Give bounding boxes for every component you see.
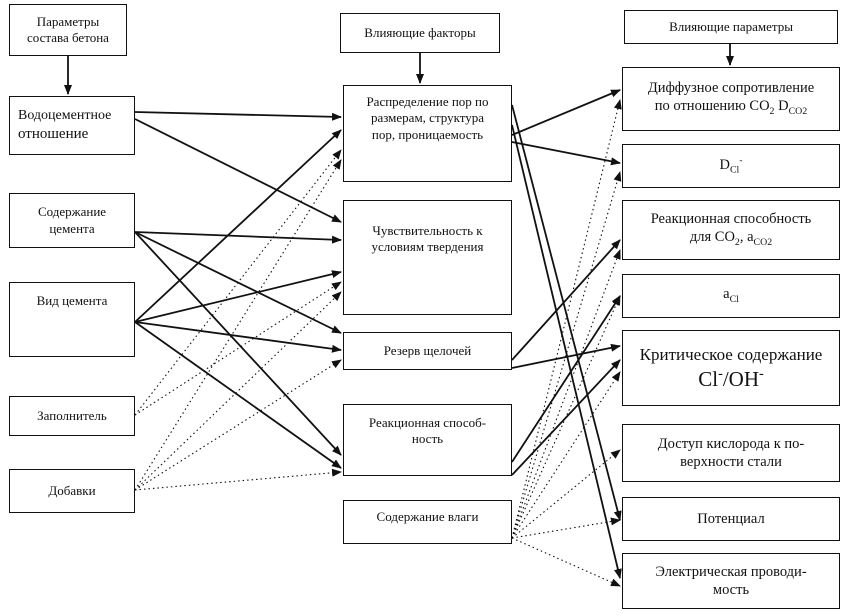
node-filler-label: Заполнитель: [37, 407, 107, 423]
node-reactivity-co2: Реакционная способность для CO2, aCO2: [622, 200, 840, 260]
arrow-reactivity-to-critical: [511, 359, 621, 476]
dotted-moisture-to-dcl: [511, 171, 622, 539]
arrow-alkali-to-critical: [511, 343, 621, 369]
dotted-moisture-to-reactivity-co2: [511, 249, 621, 539]
node-diffusion-line1: Диффузное сопротивление: [647, 80, 815, 97]
node-conductivity-line2: мость: [712, 582, 750, 598]
arrow-wc-to-sensitivity: [134, 118, 342, 223]
dotted-moisture-to-oxygen: [511, 449, 621, 539]
node-pores-line2: размерам, структура: [370, 110, 485, 126]
node-potential: Потенциал: [622, 497, 840, 541]
node-dcl-label: DCl-: [719, 154, 743, 176]
node-conductivity: Электрическая проводи- мость: [622, 553, 840, 609]
node-additives-label: Добавки: [48, 482, 96, 498]
node-wc-ratio-line1: Водоцементное: [18, 108, 112, 124]
header-influencing: Влияющие параметры: [624, 10, 838, 44]
node-additives: Добавки: [9, 469, 135, 513]
node-oxygen-line1: Доступ кислорода к по-: [657, 435, 805, 452]
node-potential-label: Потенциал: [697, 510, 765, 527]
dotted-moisture-to-potential: [511, 517, 621, 539]
dotted-filler-to-pores: [134, 149, 342, 416]
node-sensitivity-line1: Чувствительность к: [372, 223, 483, 238]
node-pores-line1: Распределение пор по: [366, 94, 489, 109]
dotted-additives-to-reactivity: [134, 468, 342, 491]
arrow-alkali-to-reactivity-co2: [511, 239, 621, 361]
dotted-moisture-to-critical: [511, 371, 621, 539]
node-cement-content-line2: цемента: [49, 220, 95, 236]
node-cement-content-line1: Содержание: [37, 204, 107, 220]
node-alkali: Резерв щелочей: [343, 332, 512, 370]
arrow-wc-to-pores: [134, 111, 342, 121]
arrow-cement-type-to-pores: [134, 129, 342, 323]
node-cement-content: Содержание цемента: [9, 193, 135, 248]
node-diffusion-line2: по отношению CO2 DCO2: [654, 98, 808, 118]
node-moisture: Содержание влаги: [343, 500, 512, 544]
dotted-moisture-to-diffusion: [511, 99, 622, 539]
node-sensitivity: Чувствительность к условиям твердения: [343, 200, 512, 315]
node-sensitivity-line2: условиям твердения: [371, 239, 484, 255]
arrow-cement-content-to-sensitivity: [134, 231, 342, 244]
arrow-pores-to-conductivity: [511, 124, 622, 579]
dotted-additives-to-sensitivity: [134, 291, 342, 491]
header-factors-label: Влияющие факторы: [364, 24, 476, 40]
dotted-additives-to-alkali: [134, 359, 342, 491]
node-diffusion-resistance: Диффузное сопротивление по отношению CO2…: [622, 67, 840, 131]
node-reactivity-line1: Реакционная способ-: [368, 415, 487, 430]
node-pores-line3: пор, проницаемость: [371, 126, 484, 142]
arrow-pores-to-potential: [511, 104, 622, 521]
arrow-cement-type-to-reactivity: [134, 321, 342, 469]
node-acl: aCl: [622, 274, 840, 318]
node-conductivity-line1: Электрическая проводи-: [655, 563, 807, 580]
dotted-additives-to-pores: [134, 159, 342, 491]
node-reactivity-co2-line2: для CO2, aCO2: [689, 229, 773, 249]
header-influencing-label: Влияющие параметры: [669, 18, 793, 34]
node-cement-type: Вид цемента: [9, 282, 135, 357]
node-dcl: DCl-: [622, 144, 840, 188]
dotted-filler-to-sensitivity: [134, 281, 342, 416]
node-reactivity: Реакционная способ- ность: [343, 404, 512, 476]
dotted-moisture-to-conductivity: [511, 537, 621, 587]
node-pores: Распределение пор по размерам, структура…: [343, 85, 512, 182]
node-oxygen-access: Доступ кислорода к по- верхности стали: [622, 424, 840, 482]
node-oxygen-line2: верхности стали: [680, 454, 782, 470]
node-filler: Заполнитель: [9, 396, 135, 436]
header-params-line1: Параметры: [36, 13, 100, 29]
node-wc-ratio-line2: отношение: [18, 125, 89, 142]
node-cement-type-label: Вид цемента: [36, 293, 108, 308]
arrow-cement-content-to-reactivity: [134, 231, 342, 456]
arrow-pores-to-dcl: [511, 141, 621, 166]
arrow-cement-type-to-alkali: [134, 321, 342, 353]
node-reactivity-line2: ность: [411, 431, 444, 447]
node-alkali-label: Резерв щелочей: [383, 342, 472, 358]
node-reactivity-co2-line1: Реакционная способность: [650, 211, 812, 228]
header-factors: Влияющие факторы: [340, 13, 500, 53]
node-acl-label: aCl: [723, 286, 739, 306]
header-params: Параметры состава бетона: [9, 4, 127, 56]
arrow-pores-to-diffusion: [511, 89, 621, 136]
node-critical-line1: Критическое содержание: [639, 344, 823, 364]
node-critical-formula: Cl-/OH-: [698, 366, 764, 392]
arrow-reactivity-to-acl: [511, 295, 621, 463]
dotted-moisture-to-acl: [511, 295, 621, 539]
node-wc-ratio: Водоцементное отношение: [9, 96, 135, 155]
arrow-cement-type-to-sensitivity: [134, 270, 342, 323]
header-params-line2: состава бетона: [27, 30, 109, 45]
node-moisture-label: Содержание влаги: [376, 509, 479, 524]
node-critical-content: Критическое содержание Cl-/OH-: [622, 330, 840, 406]
